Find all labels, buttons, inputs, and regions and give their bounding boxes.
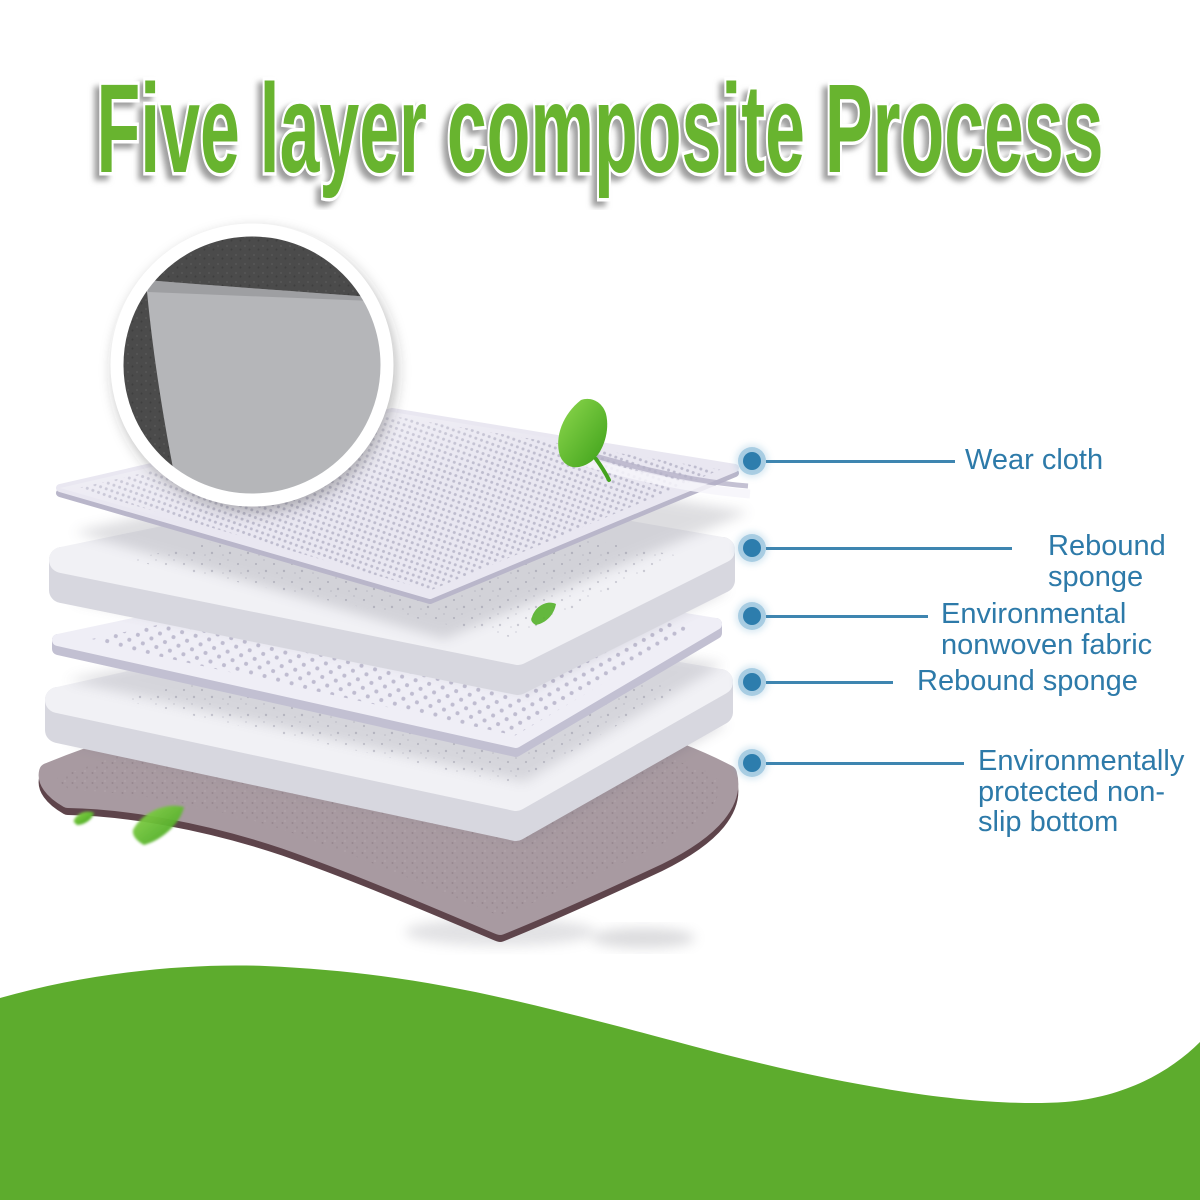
leaf-icon <box>132 805 184 845</box>
callout-line <box>766 681 893 684</box>
callout-dot-icon <box>743 452 761 470</box>
callout-line <box>766 460 955 463</box>
ground-shadow <box>591 928 695 948</box>
callout-label: Environmentally protected non- slip bott… <box>978 745 1185 839</box>
callout-line <box>766 615 928 618</box>
callout-label: Rebound sponge <box>917 665 1138 697</box>
callout-label: Wear cloth <box>965 444 1104 476</box>
leaf-icon <box>73 811 94 825</box>
callout-label: Rebound sponge <box>1048 530 1166 593</box>
leaf-icon <box>531 602 556 625</box>
title-banner: Five layer composite Process <box>93 55 1107 203</box>
callout-dot-icon <box>743 673 761 691</box>
leaf-icon <box>558 398 611 482</box>
green-wave-decoration <box>0 965 1200 1200</box>
magnified-fabric-inset <box>110 223 394 507</box>
callout-label: Environmental nonwoven fabric <box>941 598 1153 661</box>
callout-line <box>766 547 1012 550</box>
callout-dot-icon <box>743 607 761 625</box>
callout-dot-icon <box>743 754 761 772</box>
callout-line <box>766 762 964 765</box>
callout-dot-icon <box>743 539 761 557</box>
page-title: Five layer composite Process <box>97 58 1104 199</box>
